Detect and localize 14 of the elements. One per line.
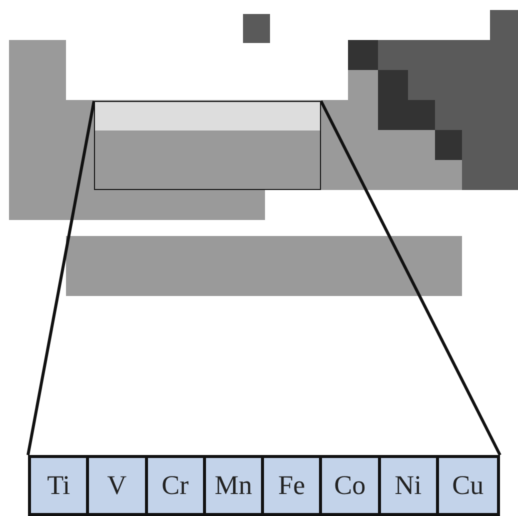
zoom-line (320, 100, 502, 456)
element-symbol: Cr (162, 470, 189, 501)
element-cell (380, 458, 439, 513)
element-symbol: Co (334, 470, 366, 501)
element-symbol: Ti (47, 470, 70, 501)
element-symbol: Fe (278, 470, 306, 501)
element-symbol: Mn (214, 470, 252, 501)
zoom-line (26, 100, 96, 456)
element-symbol: Ni (394, 470, 422, 501)
magnified-region-box (94, 101, 321, 190)
element-symbol: V (107, 470, 127, 501)
element-cell (148, 458, 206, 513)
element-symbol: Cu (452, 470, 484, 501)
element-strip (28, 455, 500, 516)
